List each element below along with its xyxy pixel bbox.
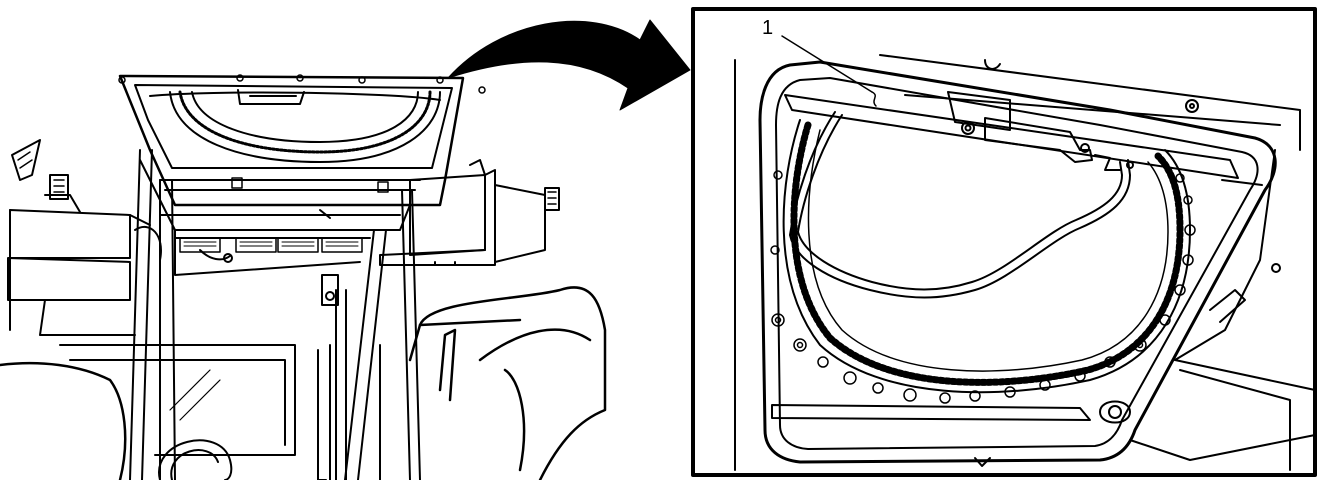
bottom-trim [771,400,1131,467]
detail-view: 1 [691,7,1317,477]
inner-liner [789,111,1131,299]
roof-panel [734,54,1316,471]
cable-loop [158,439,233,480]
overview-view [0,74,607,480]
side-bracket [379,159,560,266]
seat-backs [0,286,607,480]
ring-bolts [770,170,1196,404]
headliner-panel [139,159,411,276]
hatch-seal [758,60,1277,464]
steering-column [317,274,381,480]
zoom-arrow [447,19,691,111]
hatch-latch-bar [784,91,1263,186]
callout-1: 1 [762,17,877,107]
callout-1-label: 1 [762,17,773,39]
callout-1-leader [781,35,873,93]
windshield [59,344,296,456]
frame-screws [118,74,486,193]
hatch-ring-gear [782,119,1191,394]
hatch-ring-overview [169,89,441,163]
left-shelf [7,139,151,336]
detail-view-frame [691,7,1317,477]
